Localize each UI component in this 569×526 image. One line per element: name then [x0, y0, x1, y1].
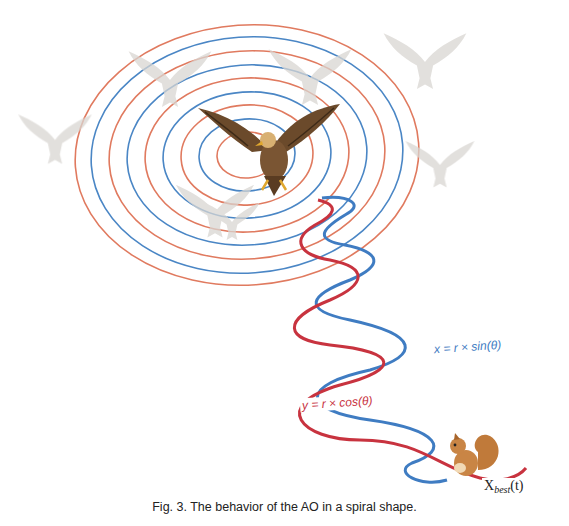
- squirrel-prey: [450, 433, 499, 476]
- sine-formula: x = r × sin(θ): [432, 338, 504, 357]
- sine-path: [316, 197, 447, 482]
- faded-eagles: [18, 33, 474, 240]
- figure-caption: Fig. 3. The behavior of the AO in a spir…: [0, 500, 569, 514]
- symbol-part: best: [494, 484, 510, 495]
- central-eagle: [198, 104, 340, 196]
- concentric-rings: [66, 13, 427, 296]
- cosine-path: [294, 200, 526, 480]
- best-position-label: Xbest(t): [482, 478, 525, 495]
- symbol-part: X: [484, 478, 494, 493]
- symbol-part: (t): [510, 478, 523, 493]
